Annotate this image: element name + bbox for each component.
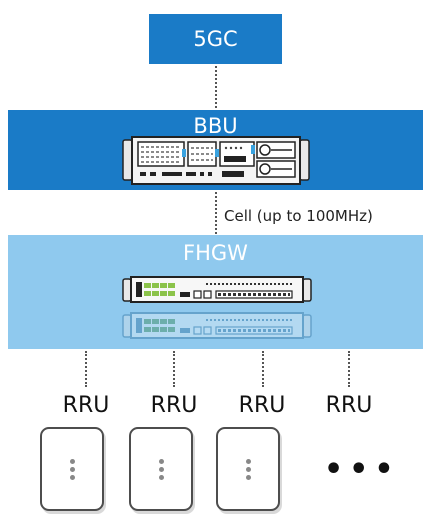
- switch-chassis-icon: [122, 276, 312, 303]
- rru-label-1: RRU: [62, 393, 110, 418]
- connector-core-bbu: [215, 66, 217, 108]
- switch-chassis-redundant-icon: [122, 312, 312, 339]
- connector-fhgw-rru-2: [173, 351, 175, 387]
- core-5gc-box: 5GC: [149, 14, 282, 64]
- rru-label-3: RRU: [238, 393, 286, 418]
- bbu-label: BBU: [193, 114, 238, 138]
- connector-fhgw-rru-3: [262, 351, 264, 387]
- radio-unit-icon: [129, 427, 193, 511]
- connector-fhgw-rru-4: [348, 351, 350, 387]
- radio-unit-icon: [40, 427, 104, 511]
- radio-unit-icon: [216, 427, 280, 511]
- rru-label-4: RRU: [325, 393, 373, 418]
- more-rru-indicator: •••: [324, 452, 400, 487]
- connector-bbu-fhgw: [215, 192, 217, 234]
- server-chassis-icon: [122, 136, 310, 185]
- core-5gc-label: 5GC: [193, 27, 238, 51]
- connector-fhgw-rru-1: [85, 351, 87, 387]
- fhgw-label: FHGW: [183, 241, 248, 265]
- rru-label-2: RRU: [150, 393, 198, 418]
- link-capacity-label: Cell (up to 100MHz): [224, 207, 373, 225]
